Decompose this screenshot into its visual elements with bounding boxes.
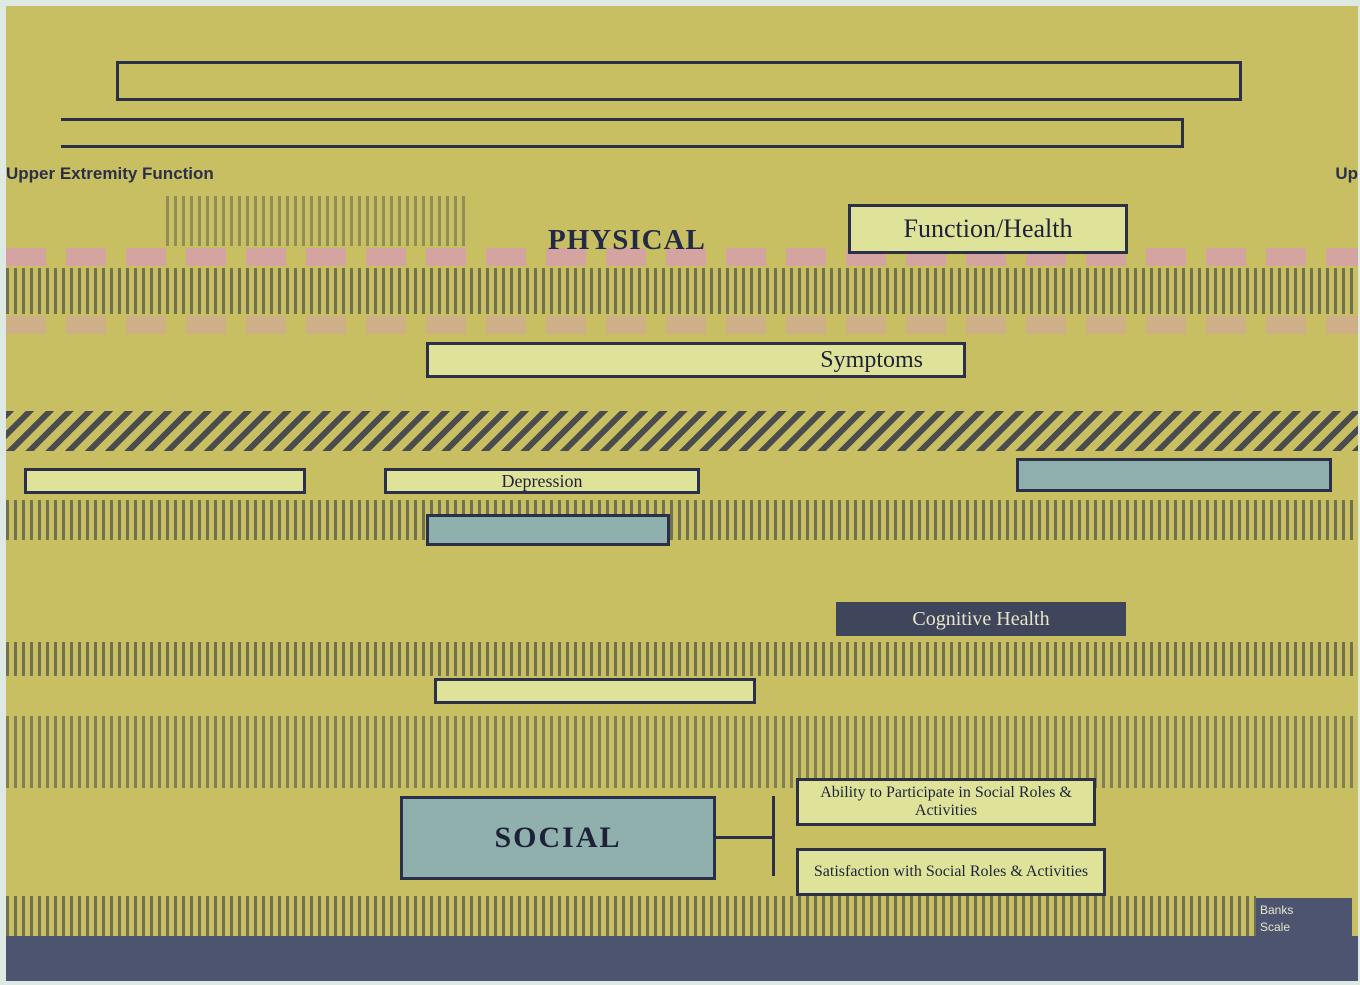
box-blank	[434, 678, 756, 704]
stripe-band	[6, 896, 1256, 936]
box-teal	[1016, 458, 1332, 492]
accent-band	[6, 316, 1358, 334]
connector-line	[772, 796, 775, 876]
footer-legend: Banks Scale	[1256, 898, 1352, 978]
footer-legend-line: Scale	[1260, 920, 1291, 934]
title-underline	[61, 118, 1184, 148]
box-blank	[24, 468, 306, 494]
connector-line	[716, 836, 772, 839]
box-social-roles: Ability to Participate in Social Roles &…	[796, 778, 1096, 826]
box-function-health: Function/Health	[848, 204, 1128, 254]
stripe-band	[6, 268, 1358, 314]
stripe-band	[6, 642, 1358, 676]
stripe-band	[166, 196, 466, 246]
corner-label-left: Upper Extremity Function	[6, 164, 214, 183]
box-teal	[426, 514, 670, 546]
domain-physical: PHYSICAL	[548, 224, 706, 256]
box-social-satisfaction: Satisfaction with Social Roles & Activit…	[796, 848, 1106, 896]
footer-legend-line: Banks	[1260, 903, 1294, 917]
stripe-band	[6, 500, 1358, 540]
corner-label-right: Up	[1335, 164, 1358, 183]
domain-social: SOCIAL	[400, 796, 716, 880]
stripe-band	[6, 716, 1358, 788]
diagram-canvas: Upper Extremity Function Up PHYSICAL Fun…	[6, 6, 1358, 981]
box-cognitive-health: Cognitive Health	[836, 602, 1126, 636]
stripe-band	[6, 411, 1358, 451]
title-frame	[116, 61, 1242, 101]
box-depression: Depression	[384, 468, 700, 494]
box-symptoms: Symptoms	[426, 342, 966, 378]
footer-bar	[6, 936, 1358, 981]
